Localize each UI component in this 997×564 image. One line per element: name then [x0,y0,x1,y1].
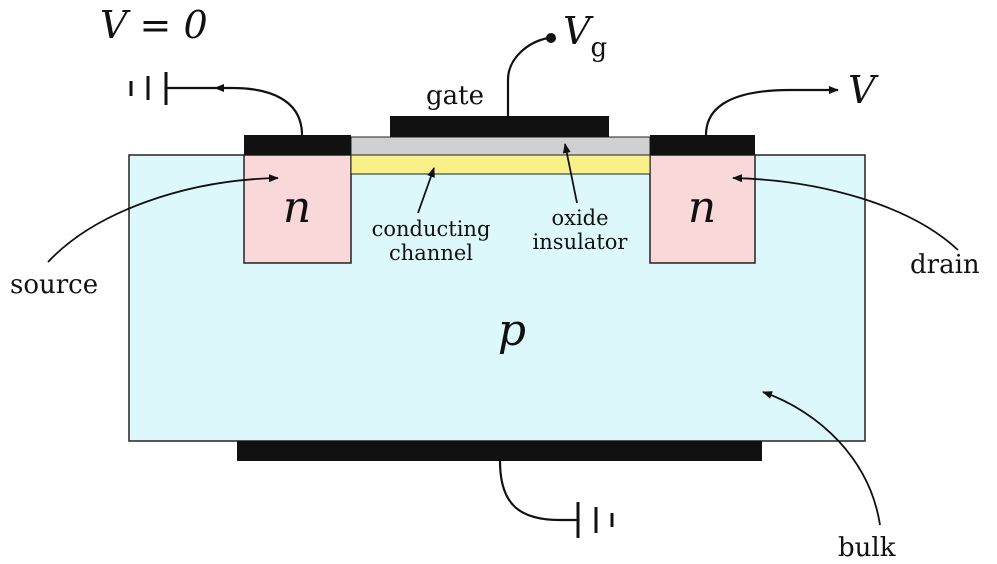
gate-wire [506,36,549,116]
bulk-pointer-arrow [762,391,881,526]
source-wire [214,84,304,136]
gate-terminal [546,33,556,43]
drain-label: drain [910,250,980,280]
gate-voltage-label: Vg [563,9,607,63]
drain-pointer-arrow [732,174,959,251]
drain-voltage-label: V [848,68,879,112]
source-label: source [10,270,98,300]
substrate-p-label: p [498,305,526,356]
drain-n-label: n [688,182,716,233]
oxide-pointer-arrow [562,143,578,204]
channel-label-line2: channel [389,241,473,265]
source-contact [244,135,351,155]
channel-pointer-arrow [417,167,435,214]
oxide-label-line2: insulator [533,230,629,254]
channel-label-line1: conducting [372,217,491,241]
conducting-channel [350,154,651,175]
drain-wire [704,86,839,136]
bulk-contact [237,441,762,461]
bulk-ground-icon [576,502,614,538]
bulk-label: bulk [838,533,896,563]
bulk-wire [498,460,578,522]
oxide-label-line1: oxide [551,206,608,230]
oxide-insulator [350,136,651,156]
source-n-region [243,154,352,264]
source-n-label: n [283,182,311,233]
drain-contact [650,135,755,155]
source-voltage-label: V = 0 [100,3,208,47]
source-ground-icon [129,72,168,105]
gate-contact [390,116,609,137]
source-pointer-arrow [47,174,279,263]
gate-label: gate [426,81,484,111]
gate-voltage-subscript: g [590,33,607,63]
